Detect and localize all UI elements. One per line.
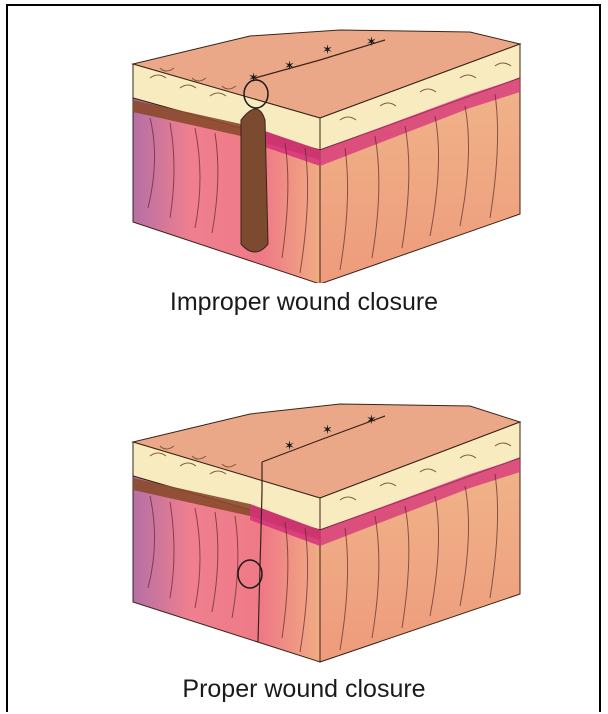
proper-closure-skin-diagram: ✶ ✶ ✶ [0, 392, 608, 667]
svg-text:✶: ✶ [366, 35, 377, 50]
svg-text:✶: ✶ [284, 59, 295, 74]
svg-text:✶: ✶ [284, 439, 295, 454]
svg-text:✶: ✶ [322, 43, 333, 58]
svg-text:✶: ✶ [322, 423, 333, 438]
proper-closure-caption: Proper wound closure [0, 675, 608, 704]
dead-space-cavity [241, 109, 268, 252]
improper-closure-caption: Improper wound closure [0, 288, 608, 317]
svg-text:✶: ✶ [248, 71, 259, 86]
svg-text:✶: ✶ [366, 413, 377, 428]
improper-closure-skin-diagram: ✶ ✶ ✶ ✶ [0, 8, 608, 283]
